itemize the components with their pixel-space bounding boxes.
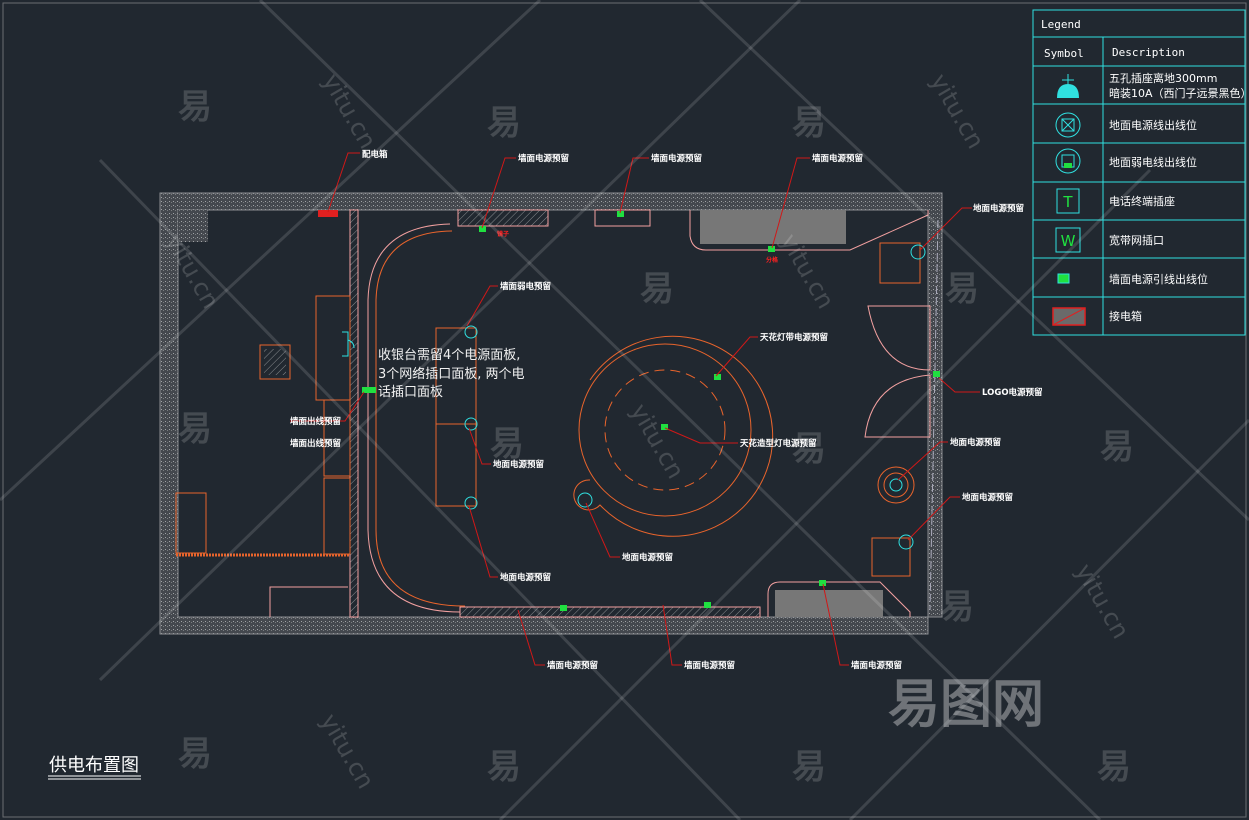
callout-logo-power: LOGO电源预留 xyxy=(982,387,1043,398)
outlets xyxy=(318,210,940,611)
telephone-socket-icon xyxy=(1056,188,1080,214)
callout-floor-power: 地面电源预留 xyxy=(962,492,1013,503)
callout-wall-weak-current: 墙面弱电预留 xyxy=(500,281,551,292)
floor-power-outlet-icon xyxy=(464,325,478,339)
wall-power-outlet-icon xyxy=(933,371,940,377)
cashier-note-line: 收银台需留4个电源面板, xyxy=(378,348,520,363)
furniture xyxy=(175,242,931,617)
floor-weak-current-outlet-icon xyxy=(1055,148,1081,174)
callout-floor-power: 地面电源预留 xyxy=(950,437,1001,448)
floor-power-outlet-icon xyxy=(910,244,926,260)
legend-table: Legend Symbol Description 五孔插座离地300mm 暗装… xyxy=(1032,9,1249,336)
distribution-box-icon xyxy=(1052,307,1086,326)
five-hole-socket-icon xyxy=(1057,74,1079,98)
legend-desc: 地面弱电线出线位 xyxy=(1109,155,1197,169)
watermark-site: yitu.cn xyxy=(1070,559,1135,644)
watermark-char: 易 xyxy=(178,409,212,449)
floor-power-outlet-icon xyxy=(1055,112,1081,138)
wall-power-outlet-icon xyxy=(479,226,486,232)
mirror-label: 镜子 xyxy=(497,230,509,238)
watermark-char: 易 xyxy=(940,587,974,627)
distribution-box-icon xyxy=(318,210,338,217)
callout-wall-power: 墙面电源预留 xyxy=(651,153,702,164)
floor-power-outlet-icon xyxy=(464,417,478,431)
wall-power-outlet-icon xyxy=(661,424,668,430)
broadband-symbol: W xyxy=(1061,232,1076,250)
legend-desc: 五孔插座离地300mm xyxy=(1109,71,1217,85)
watermark-char: 易 xyxy=(1097,747,1131,787)
callout-wall-power: 墙面电源预留 xyxy=(851,660,902,671)
wall-power-outlet-icon xyxy=(714,374,721,380)
floor-power-outlet-icon xyxy=(464,496,478,510)
building-walls xyxy=(159,192,943,635)
wall-power-outlet-icon xyxy=(819,580,826,586)
callout-wall-outlet: 墙面出线预留 xyxy=(290,416,341,427)
watermark-char: 易 xyxy=(1100,427,1134,467)
watermark-char: 易 xyxy=(487,747,521,787)
watermark-char: 易 xyxy=(178,734,212,774)
broadband-socket-icon xyxy=(1055,227,1081,253)
wall-power-outlet-icon xyxy=(1057,273,1070,284)
cashier-note-line: 话插口面板 xyxy=(378,385,443,400)
floor-power-outlet-icon xyxy=(889,478,903,492)
watermark-char: 易 xyxy=(945,269,979,309)
callout-wall-power: 墙面电源预留 xyxy=(518,153,569,164)
drawing-title: 供电布置图 xyxy=(49,755,139,776)
watermark-char: 易 xyxy=(792,429,826,469)
wall-power-outlet-icon xyxy=(768,246,775,252)
callout-floor-power: 地面电源预留 xyxy=(500,572,551,583)
cashier-note-line: 3个网络插口面板, 两个电 xyxy=(378,366,525,382)
watermark-char: 易 xyxy=(792,747,826,787)
callout-floor-power: 地面电源预留 xyxy=(973,203,1024,214)
cabinet-label: 分格 xyxy=(766,256,779,264)
watermark-char: 易 xyxy=(792,103,826,143)
leader-lines xyxy=(290,152,980,666)
wall-power-outlet-icon xyxy=(560,605,567,611)
callout-wall-power: 墙面电源预留 xyxy=(547,660,598,671)
legend-desc: 接电箱 xyxy=(1109,309,1142,323)
watermark-char: 易 xyxy=(178,87,212,127)
callout-floor-power: 地面电源预留 xyxy=(493,459,544,470)
watermark-char: 易 xyxy=(487,103,521,143)
legend-desc: 电话终端插座 xyxy=(1109,194,1175,208)
callout-wall-power: 墙面电源预留 xyxy=(812,153,863,164)
legend-desc: 暗装10A（西门子远景黑色） xyxy=(1109,86,1249,100)
watermark-char: 易 xyxy=(490,424,524,464)
legend-col-symbol: Symbol xyxy=(1044,47,1084,60)
callout-floor-power: 地面电源预留 xyxy=(622,552,673,563)
watermark-site: yitu.cn xyxy=(315,709,380,794)
callout-wall-outlet: 墙面出线预留 xyxy=(290,438,341,449)
legend-desc: 墙面电源引线出线位 xyxy=(1109,272,1208,286)
floor-power-outlet-icon xyxy=(898,534,914,550)
watermark-char: 易 xyxy=(640,269,674,309)
callout-wall-power: 墙面电源预留 xyxy=(684,660,735,671)
wall-power-outlet-icon xyxy=(704,602,711,608)
legend-title: Legend xyxy=(1041,18,1081,31)
legend-desc: 宽带网插口 xyxy=(1109,233,1164,247)
wall-power-outlet-icon xyxy=(617,211,624,217)
callout-distribution-box: 配电箱 xyxy=(362,149,388,160)
callout-ceiling-feature-light: 天花造型灯电源预留 xyxy=(740,438,817,449)
five-hole-socket-icon xyxy=(342,331,355,357)
legend-col-description: Description xyxy=(1112,46,1185,59)
watermark-logo: 易图网 xyxy=(888,675,1044,735)
legend-desc: 地面电源线出线位 xyxy=(1109,118,1197,132)
floor-power-outlet-icon xyxy=(577,492,593,508)
wall-power-outlet-icon xyxy=(362,387,376,393)
watermark-site: yitu.cn xyxy=(925,69,990,154)
telephone-symbol: T xyxy=(1062,193,1073,211)
callout-ceiling-strip-light: 天花灯带电源预留 xyxy=(760,332,828,343)
